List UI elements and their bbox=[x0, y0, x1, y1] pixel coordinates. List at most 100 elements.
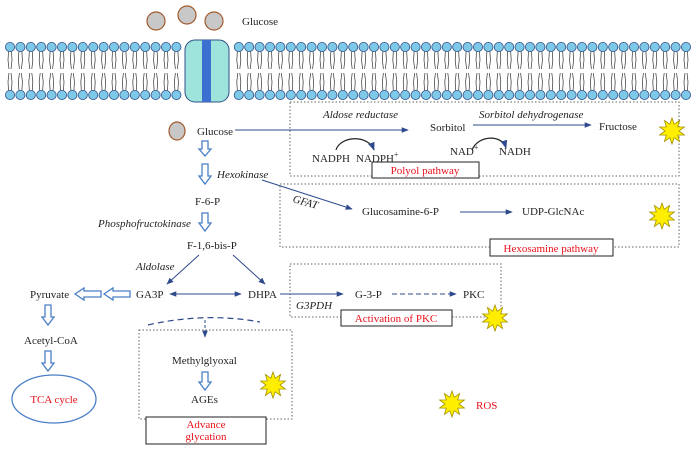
lipid-head bbox=[98, 42, 109, 53]
methylglyoxal-label: Methylglyoxal bbox=[172, 355, 237, 367]
lipid-tail bbox=[132, 72, 138, 91]
lipid-head bbox=[420, 90, 431, 101]
lipid-tail bbox=[246, 72, 252, 91]
lipid-tail bbox=[569, 51, 574, 70]
polyol-pathway-label: Polyol pathway bbox=[391, 165, 460, 177]
lipid-tail bbox=[486, 72, 491, 91]
lipid-head bbox=[431, 90, 442, 101]
lipid-tail bbox=[673, 72, 678, 91]
lipid-head bbox=[545, 42, 556, 53]
lipid-tail bbox=[454, 72, 460, 91]
lipid-tail bbox=[631, 72, 637, 91]
lipid-tail bbox=[423, 72, 429, 91]
lipid-head bbox=[160, 90, 171, 101]
lipid-head bbox=[57, 90, 68, 101]
lipid-head bbox=[337, 42, 348, 53]
lipid-head bbox=[368, 90, 379, 101]
lipid-head bbox=[254, 90, 265, 101]
lipid-head bbox=[556, 90, 567, 101]
phosphofructokinase-hollow-arrow bbox=[197, 212, 213, 233]
lipid-head bbox=[400, 42, 411, 53]
hexosamine-pathway-label: Hexosamine pathway bbox=[504, 243, 599, 255]
lipid-head bbox=[150, 90, 161, 101]
lipid-tail bbox=[506, 72, 512, 91]
lipid-tail bbox=[527, 72, 533, 91]
lipid-tail bbox=[122, 51, 127, 70]
acetylcoa-to-tca-hollow-arrow bbox=[40, 350, 56, 373]
lipid-head bbox=[244, 42, 255, 53]
lipid-tail bbox=[298, 51, 304, 70]
lipid-tail bbox=[517, 72, 522, 91]
lipid-tail bbox=[413, 72, 418, 91]
lipid-head bbox=[285, 42, 296, 53]
lipid-head bbox=[88, 90, 99, 101]
lipid-tail bbox=[111, 72, 117, 91]
f16bisp-label: F-1,6-bis-P bbox=[187, 240, 237, 252]
lipid-head bbox=[25, 90, 36, 101]
lipid-head bbox=[639, 90, 650, 101]
lipid-tail bbox=[558, 51, 564, 70]
udp-glcnac-label: UDP-GlcNAc bbox=[522, 206, 584, 218]
lipid-tail bbox=[257, 51, 262, 70]
lipid-head bbox=[358, 90, 369, 101]
ros-star-polyol bbox=[658, 116, 686, 146]
lipid-head bbox=[348, 90, 359, 101]
hexosamine-pathway-region bbox=[279, 183, 680, 248]
lipid-head bbox=[504, 90, 515, 101]
lipid-head bbox=[46, 90, 57, 101]
lipid-tail bbox=[475, 51, 481, 70]
lipid-head bbox=[129, 90, 140, 101]
lipid-head bbox=[160, 42, 171, 53]
nadph-conversion-arrow bbox=[335, 138, 375, 151]
lipid-tail bbox=[569, 72, 574, 91]
ages-label: AGEs bbox=[191, 394, 218, 406]
lipid-tail bbox=[673, 51, 678, 70]
lipid-tail bbox=[610, 72, 616, 91]
lipid-head bbox=[36, 90, 47, 101]
lipid-head bbox=[119, 90, 130, 101]
lipid-head bbox=[472, 90, 483, 101]
lipid-tail bbox=[174, 51, 179, 70]
lipid-head bbox=[597, 42, 608, 53]
lipid-head bbox=[681, 42, 692, 53]
lipid-tail bbox=[600, 51, 606, 70]
lipid-tail bbox=[506, 51, 512, 70]
lipid-tail bbox=[371, 51, 377, 70]
lipid-head bbox=[535, 90, 546, 101]
lipid-tail bbox=[101, 72, 106, 91]
lipid-tail bbox=[621, 51, 626, 70]
lipid-tail bbox=[538, 72, 543, 91]
lipid-head bbox=[5, 42, 15, 53]
lipid-tail bbox=[631, 51, 637, 70]
lipid-tail bbox=[413, 51, 418, 70]
lipid-tail bbox=[122, 72, 127, 91]
ros-star-glycation bbox=[259, 370, 287, 400]
pkc-pathway-region bbox=[289, 263, 502, 318]
lipid-tail bbox=[527, 51, 533, 70]
lipid-head bbox=[462, 42, 473, 53]
lipid-head bbox=[98, 90, 109, 101]
lipid-tail bbox=[257, 72, 262, 91]
advance-glycation-label-line1: Advance bbox=[186, 419, 225, 431]
lipid-tail bbox=[392, 51, 398, 70]
lipid-head bbox=[15, 42, 26, 53]
lipid-tail bbox=[444, 72, 450, 91]
glucose-to-f6p-hollow-arrow bbox=[197, 140, 213, 157]
lipid-head bbox=[431, 42, 442, 53]
lipid-head bbox=[264, 90, 275, 101]
lipid-head bbox=[504, 42, 515, 53]
lipid-head bbox=[296, 90, 307, 101]
ros-star-pkc bbox=[481, 303, 509, 333]
aldolase-label: Aldolase bbox=[135, 261, 175, 273]
lipid-tail bbox=[402, 72, 408, 91]
glucosamine6p-label: Glucosamine-6-P bbox=[362, 206, 439, 218]
lipid-head bbox=[660, 42, 671, 53]
lipid-tail bbox=[38, 51, 44, 70]
lipid-tail bbox=[642, 51, 647, 70]
lipid-tail bbox=[402, 51, 408, 70]
lipid-head bbox=[119, 42, 130, 53]
lipid-tail bbox=[621, 72, 626, 91]
lipid-tail bbox=[132, 51, 138, 70]
lipid-head bbox=[306, 42, 317, 53]
lipid-head bbox=[5, 90, 15, 101]
